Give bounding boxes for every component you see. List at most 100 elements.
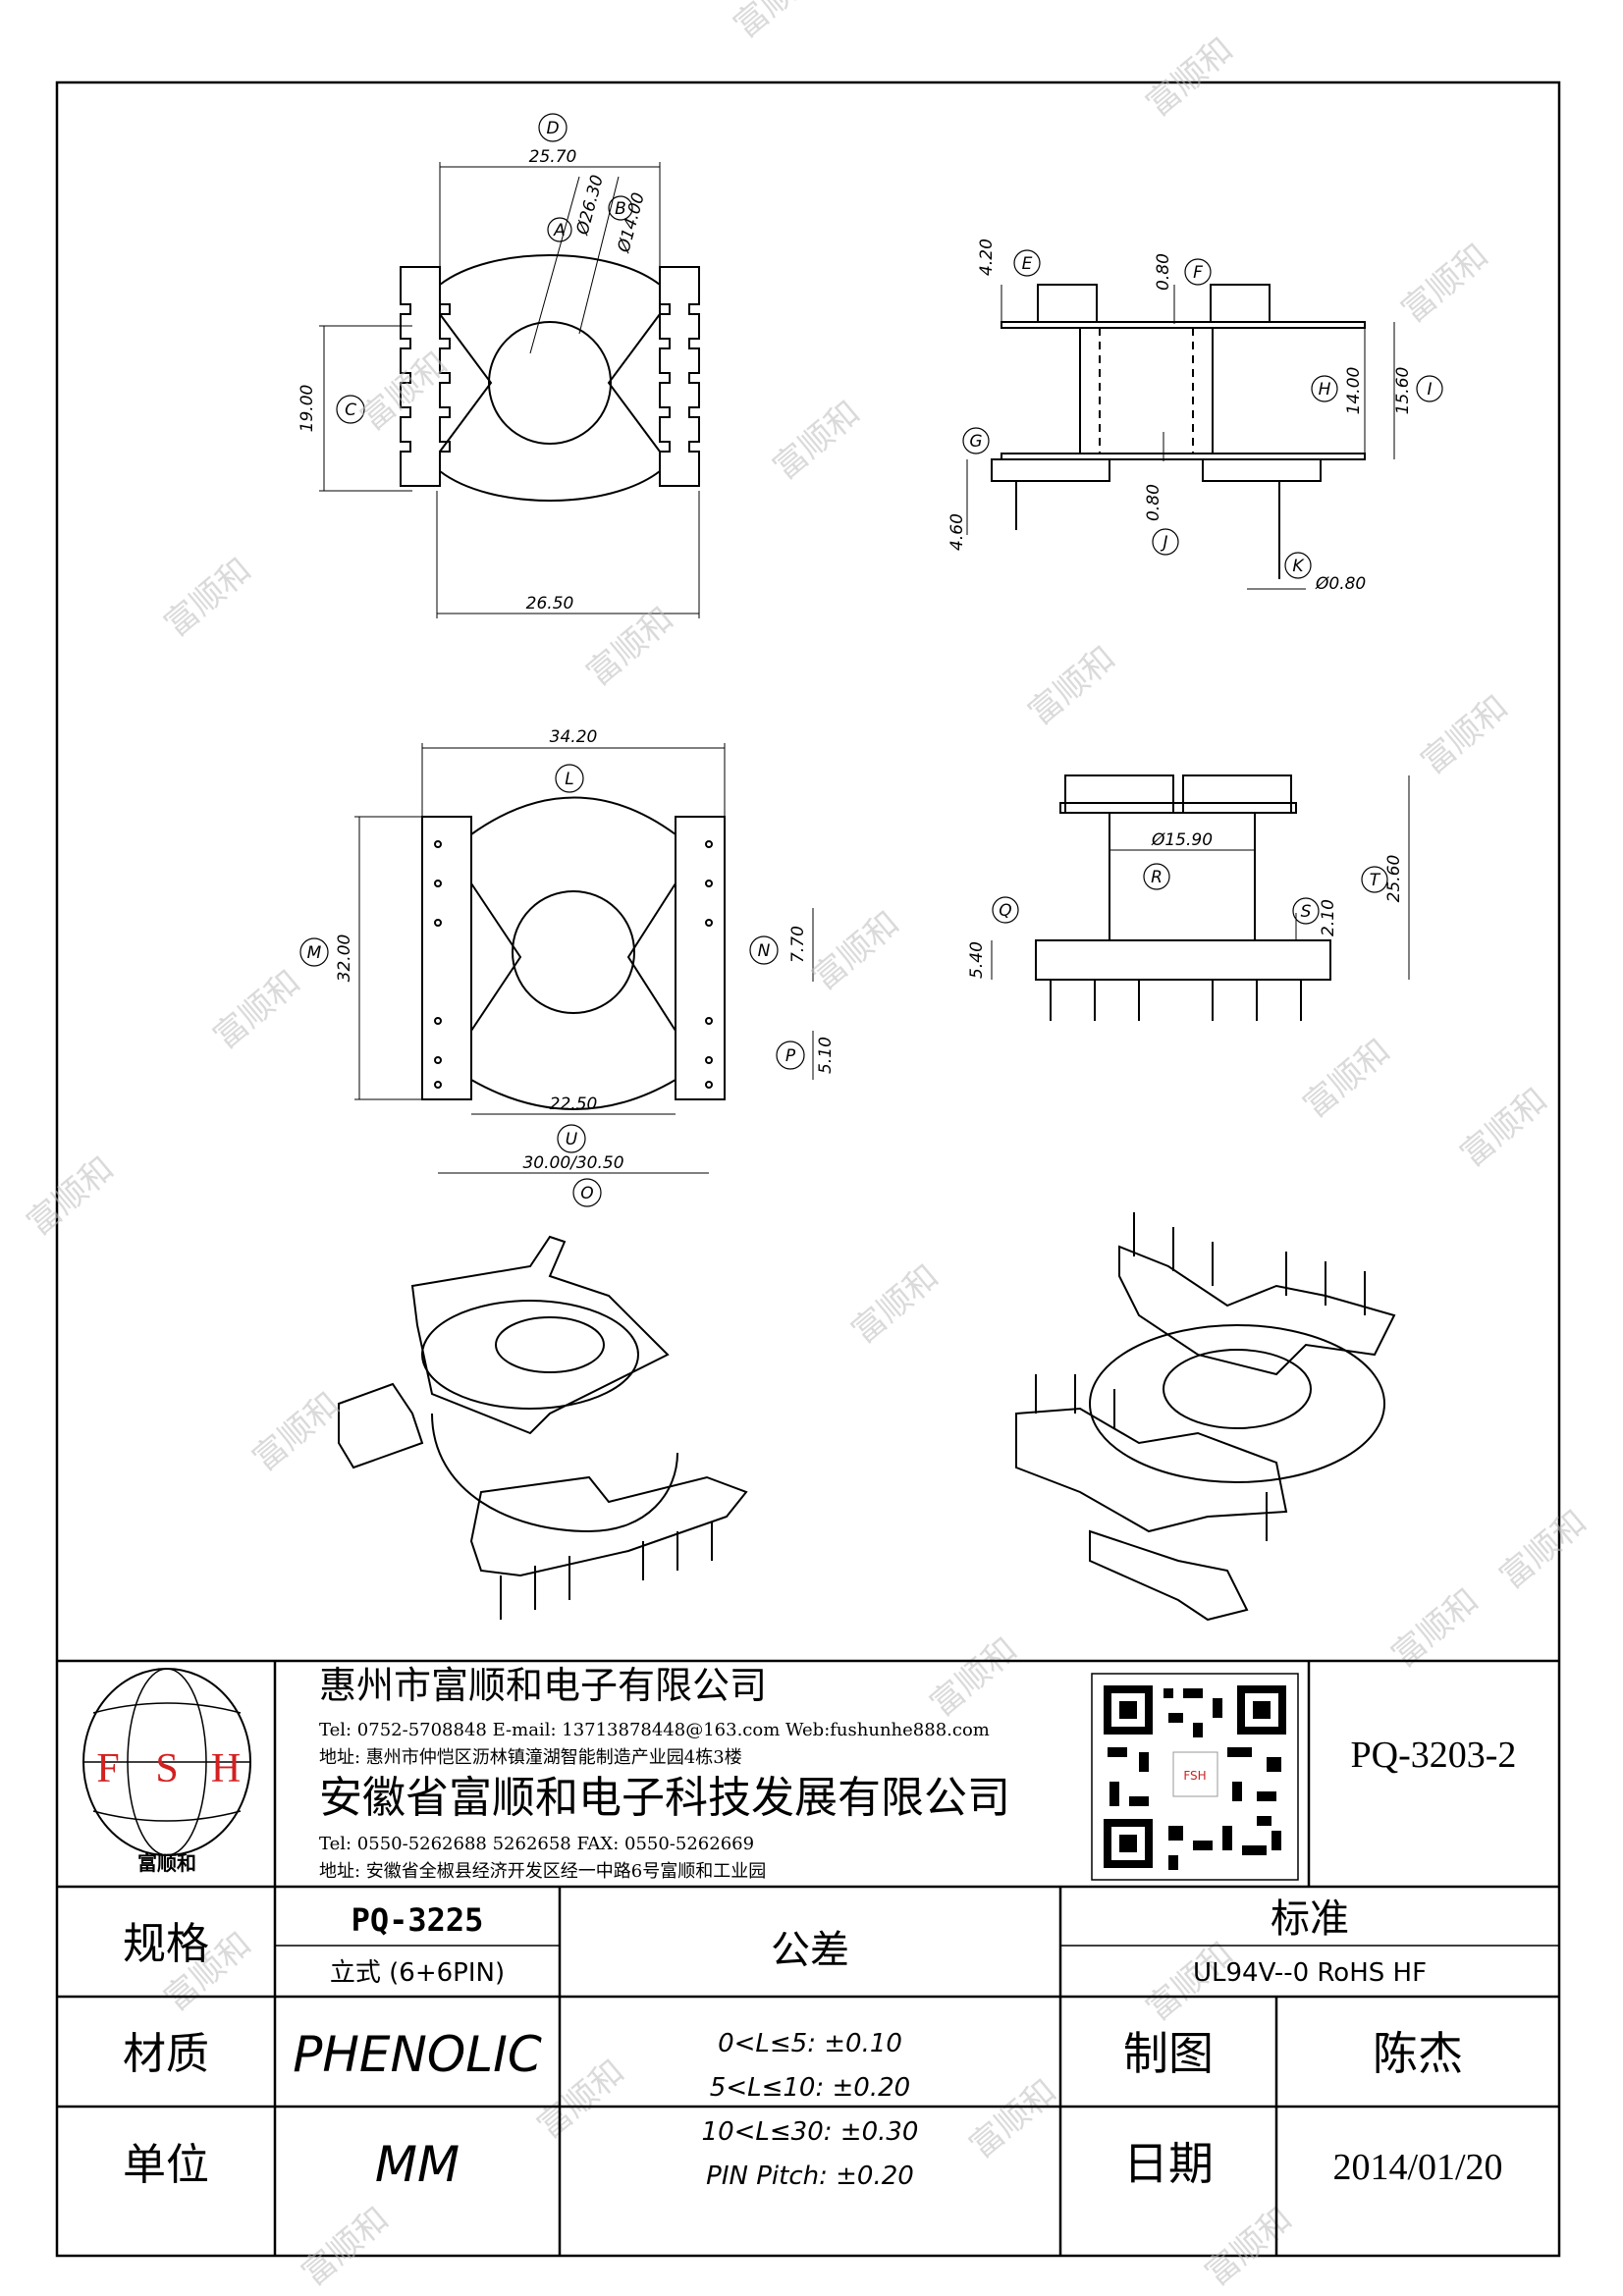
logo-letter-f: F xyxy=(96,1746,119,1791)
tolerance-line-3: 10<L≤30: ±0.30 xyxy=(702,2117,919,2147)
logo-letter-s: S xyxy=(155,1746,178,1791)
watermark: 富顺和 xyxy=(157,551,259,645)
company-1-contact: Tel: 0752-5708848 E-mail: 13713878448@16… xyxy=(319,1720,990,1740)
material-label: 材质 xyxy=(123,2029,209,2079)
bottom-view xyxy=(299,743,814,1207)
top-view-labels: D A B C 25.70 19.00 26.50 Ø26.30 Ø14.00 xyxy=(298,119,649,614)
date-label: 日期 xyxy=(1123,2137,1214,2190)
dim-22-50: 22.50 xyxy=(550,1095,598,1114)
watermark: 富顺和 xyxy=(1414,688,1516,782)
callout-b: B xyxy=(615,199,626,219)
callout-c: C xyxy=(345,400,356,420)
watermark: 富顺和 xyxy=(1198,2200,1300,2294)
material-value: PHENOLIC xyxy=(293,2026,542,2083)
watermark: 富顺和 xyxy=(20,1149,122,1244)
watermark: 富顺和 xyxy=(530,2053,632,2147)
callout-r: R xyxy=(1151,868,1163,887)
logo-caption: 富顺和 xyxy=(137,1851,196,1875)
watermark: 富顺和 xyxy=(206,963,308,1057)
title-block xyxy=(57,1659,1559,2256)
callout-a: A xyxy=(553,221,566,240)
isometric-view-right xyxy=(1015,1212,1396,1622)
dim-32-00: 32.00 xyxy=(335,934,354,983)
spec-value-type: 立式 (6+6PIN) xyxy=(330,1958,505,1988)
watermark: 富顺和 xyxy=(1021,639,1123,733)
dim-26-50: 26.50 xyxy=(526,594,574,614)
watermark: 富顺和 xyxy=(1453,1081,1555,1175)
callout-h: H xyxy=(1319,380,1331,400)
callout-p: P xyxy=(785,1046,796,1066)
tolerance-line-2: 5<L≤10: ±0.20 xyxy=(710,2073,910,2103)
bottom-view-labels: L M N P U O 34.20 32.00 7.70 5.10 22.50 … xyxy=(307,727,836,1203)
dim-30-00-30-50: 30.00/30.50 xyxy=(522,1153,623,1173)
side-view-bottom-labels: R S T Q Ø15.90 25.60 2.10 5.40 xyxy=(967,830,1404,979)
watermark: 富顺和 xyxy=(1394,237,1496,331)
unit-value: MM xyxy=(375,2136,460,2193)
tolerance-line-4: PIN Pitch: ±0.20 xyxy=(706,2162,914,2191)
top-view xyxy=(319,113,700,618)
callout-l: L xyxy=(565,770,573,789)
company-2-address: 地址: 安徽省全椒县经济开发区经一中路6号富顺和工业园 xyxy=(319,1861,766,1882)
company-1-address: 地址: 惠州市仲恺区沥林镇潼湖智能制造产业园4栋3楼 xyxy=(319,1747,742,1768)
side-view-top-labels: E F H I G J K 4.20 0.80 14.00 15.60 4.60… xyxy=(947,239,1433,594)
dim-5-10: 5.10 xyxy=(816,1037,836,1074)
dim-25-70: 25.70 xyxy=(529,147,577,167)
dim-5-40: 5.40 xyxy=(967,941,987,979)
callout-u: U xyxy=(566,1130,578,1149)
dim-4-20: 4.20 xyxy=(977,239,997,276)
dim-dia-0-80: Ø0.80 xyxy=(1315,574,1366,594)
dim-25-60: 25.60 xyxy=(1384,855,1404,903)
callout-m: M xyxy=(307,943,322,963)
company-1-name: 惠州市富顺和电子有限公司 xyxy=(319,1664,767,1707)
watermark: 富顺和 xyxy=(1492,1503,1595,1597)
watermark: 富顺和 xyxy=(1296,1032,1398,1126)
watermark: 富顺和 xyxy=(1139,30,1241,125)
standard-label: 标准 xyxy=(1271,1896,1349,1942)
sheet-border xyxy=(55,80,1561,2258)
watermark: 富顺和 xyxy=(844,1257,947,1352)
watermark: 富顺和 xyxy=(766,394,868,488)
callout-o: O xyxy=(580,1184,593,1203)
spec-label: 规格 xyxy=(123,1919,209,1969)
watermark: 富顺和 xyxy=(962,2072,1064,2166)
logo-letter-h: H xyxy=(211,1746,241,1791)
drawn-by-value: 陈杰 xyxy=(1373,2027,1463,2080)
watermark: 富顺和 xyxy=(295,2200,397,2294)
drawn-by-label: 制图 xyxy=(1123,2027,1214,2080)
callout-s: S xyxy=(1301,902,1312,922)
dim-14-00: 14.00 xyxy=(1344,367,1364,415)
dim-7-70: 7.70 xyxy=(788,926,808,963)
callout-n: N xyxy=(758,941,771,961)
watermark: 富顺和 xyxy=(727,0,829,46)
qr-logo-label: FSH xyxy=(1183,1769,1206,1783)
standard-value: UL94V--0 RoHS HF xyxy=(1193,1958,1427,1988)
dim-dia-15-90: Ø15.90 xyxy=(1151,830,1213,850)
unit-label: 单位 xyxy=(123,2140,209,2190)
callout-j: J xyxy=(1160,533,1167,553)
tolerance-label: 公差 xyxy=(771,1928,849,1973)
dim-19-00: 19.00 xyxy=(298,385,317,433)
callout-f: F xyxy=(1193,263,1203,283)
company-2-contact: Tel: 0550-5262688 5262658 FAX: 0550-5262… xyxy=(319,1834,754,1854)
watermark: 富顺和 xyxy=(805,904,907,998)
dim-4-60: 4.60 xyxy=(947,513,967,551)
title-block-fields: 规格 PQ-3225 立式 (6+6PIN) 公差 0<L≤5: ±0.10 5… xyxy=(123,1896,1503,2193)
date-value: 2014/01/20 xyxy=(1332,2147,1502,2188)
qr-code: FSH xyxy=(1091,1673,1299,1881)
spec-value-model: PQ-3225 xyxy=(352,1901,484,1939)
watermark: 富顺和 xyxy=(245,1385,348,1479)
side-view-top xyxy=(962,249,1443,590)
dim-0-80-bottom: 0.80 xyxy=(1144,484,1163,521)
dim-34-20: 34.20 xyxy=(550,727,598,747)
tolerance-line-1: 0<L≤5: ±0.10 xyxy=(718,2029,902,2058)
dim-0-80-top: 0.80 xyxy=(1154,253,1173,291)
dim-2-10: 2.10 xyxy=(1319,899,1338,936)
company-info: 惠州市富顺和电子有限公司 Tel: 0752-5708848 E-mail: 1… xyxy=(319,1664,1010,1882)
dim-15-60: 15.60 xyxy=(1393,367,1413,415)
isometric-view-left xyxy=(338,1235,748,1620)
callout-t: T xyxy=(1370,871,1381,890)
callout-k: K xyxy=(1292,557,1305,576)
callout-d: D xyxy=(546,119,559,138)
side-view-bottom xyxy=(991,774,1410,1021)
